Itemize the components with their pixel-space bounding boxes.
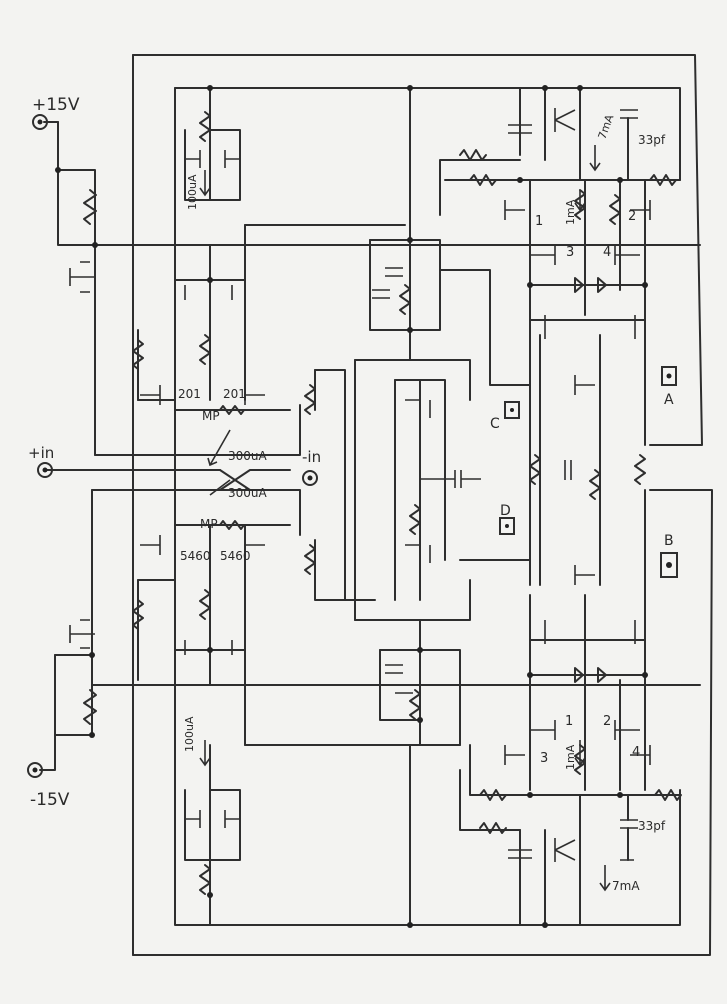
label-node-c: C [490, 416, 500, 432]
label-inp: +in [28, 444, 54, 462]
label-q3-bot: 3 [540, 751, 548, 766]
label-vneg: -15V [30, 790, 70, 810]
label-q1-bot: 1 [565, 714, 573, 729]
label-201-b: 201 [223, 387, 246, 401]
label-201-a: 201 [178, 387, 201, 401]
label-q4-top: 4 [603, 245, 611, 260]
output-stage [439, 87, 682, 926]
label-q2-bot: 2 [603, 714, 611, 729]
label-q2-top: 2 [628, 209, 636, 224]
terminals [27, 114, 678, 778]
label-node-a: A [664, 392, 674, 408]
label-q3-top: 3 [566, 245, 574, 260]
label-i1-top: 1mA [564, 199, 577, 225]
supply-network [39, 121, 701, 771]
label-i300-a: 300uA [228, 449, 268, 463]
outer-frame [132, 54, 713, 956]
label-q1-top: 1 [535, 214, 543, 229]
label-i1-bot: 1mA [564, 744, 577, 770]
label-c33-bot: 33pf [638, 819, 666, 833]
bias-sources [184, 109, 241, 896]
label-mp-bot: MP [200, 517, 218, 531]
labels: +15V -15V +in -in 100uA 100uA 300uA 300u… [28, 95, 674, 893]
label-vpos: +15V [32, 95, 80, 115]
label-i300-b: 300uA [228, 486, 268, 500]
current-arrows [199, 145, 611, 892]
label-mp-top: MP [202, 409, 220, 423]
label-i100-bot: 100uA [183, 716, 196, 752]
label-i7-bot: 7mA [612, 879, 640, 893]
label-i100-top: 100uA [186, 174, 199, 210]
label-inn: -in [302, 448, 321, 466]
label-5460-a: 5460 [180, 549, 211, 563]
label-node-d: D [500, 503, 511, 519]
label-node-b: B [664, 533, 674, 549]
label-5460-b: 5460 [220, 549, 251, 563]
junction-dots [55, 85, 648, 928]
center-stage [304, 211, 531, 746]
label-q4-bot: 4 [632, 745, 640, 760]
label-c33-top: 33pf [638, 133, 666, 147]
